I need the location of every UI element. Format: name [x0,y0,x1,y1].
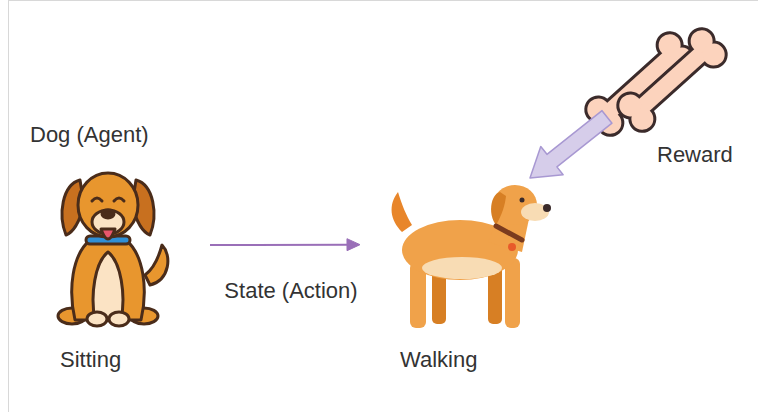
dog-paw [87,312,107,326]
illustration-node: Walking [360,178,560,380]
dog-paw [109,312,129,326]
dog-ear [491,192,506,225]
dog-body [72,240,145,320]
illustration-node: Dog (Agent) Sitting [25,118,210,380]
dog-eye [520,198,525,203]
bone-fill [631,42,713,118]
dog-tongue [101,229,115,239]
bone-fill [698,39,729,70]
node-label: Reward [657,142,733,167]
block-arrow [530,111,612,178]
dog-nose [543,204,551,212]
dog-leg [505,258,520,328]
bone [615,26,729,135]
node-heading: Dog (Agent) [30,122,149,147]
node-label: Sitting [60,347,121,372]
dog-eye [92,198,102,201]
bone-outline [631,42,713,118]
dog-collar [496,226,522,240]
dog-eye [114,198,124,201]
arrow-line [210,244,347,246]
dog-tail [145,245,168,285]
illustration-node: Reward [607,25,755,170]
arrow-connector [210,239,360,251]
edge-label: State (Action) [224,278,357,303]
bone-fill [627,103,658,134]
dog-belly [422,257,502,279]
arrow-head [347,239,360,251]
node-label: Walking [400,347,477,372]
dog-nose [102,210,114,218]
dog-tail [392,192,412,232]
frame-line [8,0,9,412]
block-arrow-shape [530,111,612,178]
dog-chest [93,252,123,320]
walking-dog [392,185,551,328]
collar-tag [508,243,516,251]
sitting-dog [58,173,168,326]
frame-line [8,0,758,1]
dog-head [78,173,138,237]
